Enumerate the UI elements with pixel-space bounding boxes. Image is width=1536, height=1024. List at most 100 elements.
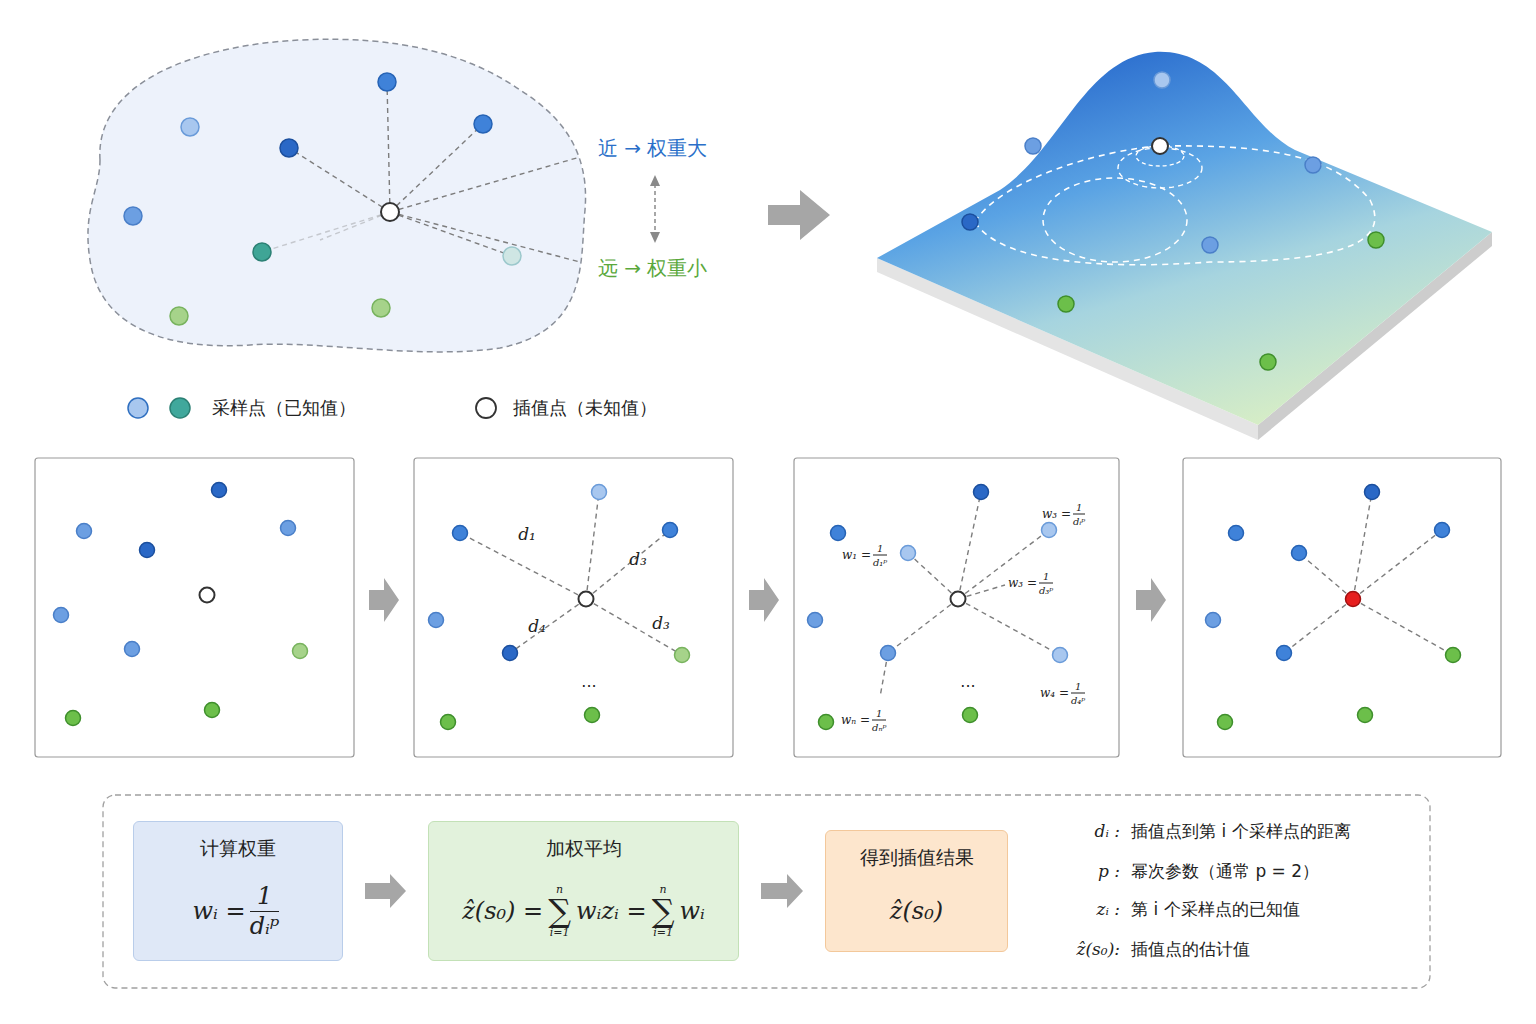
sample-point — [77, 524, 92, 539]
denominator: d₃ᵖ — [1039, 585, 1053, 596]
weight-note: 近 → 权重大 — [598, 137, 707, 160]
sample-point — [808, 613, 823, 628]
fraction-bar — [250, 911, 280, 912]
sample-point — [181, 118, 199, 136]
weight-formula: w₄ =1d₄ᵖ — [1040, 681, 1087, 706]
symbol-name: ẑ(s₀): — [1077, 940, 1121, 960]
sum-sign: ∑ — [548, 895, 571, 927]
sample-point — [1365, 485, 1380, 500]
fraction: 1dᵢᵖ — [250, 883, 280, 939]
sample-point — [453, 526, 468, 541]
dashed-link — [888, 599, 958, 653]
sample-point — [1435, 523, 1450, 538]
step-arrow — [1136, 578, 1166, 622]
distance-label: d₁ — [518, 525, 536, 545]
math-text: ẑ(s₀) = — [462, 897, 543, 925]
fraction-bar — [1039, 583, 1053, 584]
sample-point — [1154, 72, 1170, 88]
sample-point — [281, 521, 296, 536]
contour-line — [975, 146, 1375, 265]
sample-point — [585, 708, 600, 723]
dashed-link — [390, 212, 512, 256]
fraction: 1d₁ᵖ — [873, 543, 887, 568]
legend-text: 插值点（未知值） — [513, 398, 657, 419]
sample-point — [592, 485, 607, 500]
sample-point — [441, 715, 456, 730]
denominator: dₙᵖ — [872, 722, 886, 733]
process-box: 得到插值结果ẑ(s₀) — [825, 830, 1008, 952]
fraction-bar — [1071, 693, 1085, 694]
math-text: wᵢ = — [193, 897, 246, 925]
sum-limit: n — [660, 884, 667, 895]
ellipsis: ... — [581, 673, 596, 691]
sample-point — [1206, 613, 1221, 628]
sample-point — [140, 543, 155, 558]
sample-point — [1305, 157, 1321, 173]
fraction: 1d₃ᵖ — [1039, 571, 1053, 596]
interpolation-point — [381, 203, 399, 221]
denominator: d₄ᵖ — [1071, 695, 1085, 706]
sample-point — [429, 613, 444, 628]
sample-point — [974, 485, 989, 500]
step-arrow — [749, 578, 779, 622]
numerator: 1 — [1075, 681, 1081, 692]
dashed-link — [510, 599, 586, 653]
dashed-link — [586, 492, 599, 599]
math-text: w₃ = — [1008, 576, 1037, 590]
legend-symbol — [476, 398, 496, 418]
sample-point — [1277, 646, 1292, 661]
dashed-link — [1284, 599, 1353, 653]
interpolation-point — [951, 592, 966, 607]
sample-point — [1260, 354, 1276, 370]
sample-point — [54, 608, 69, 623]
sample-point — [503, 247, 521, 265]
dashed-link — [958, 492, 981, 599]
interpolation-point — [1152, 138, 1168, 154]
contour-line — [1043, 178, 1187, 262]
fraction-bar — [873, 555, 887, 556]
process-box: 计算权重wᵢ =1dᵢᵖ — [133, 821, 343, 961]
weight-formula: wₙ =1dₙᵖ — [841, 708, 888, 733]
box-heading: 计算权重 — [200, 836, 276, 862]
sample-point — [675, 648, 690, 663]
sample-point — [1218, 715, 1233, 730]
process-box: 加权平均ẑ(s₀) =n∑i=1wᵢzᵢ =n∑i=1wᵢ — [428, 821, 739, 961]
sample-point — [66, 711, 81, 726]
math-text: w₁ = — [842, 548, 871, 562]
numerator: 1 — [877, 543, 883, 554]
sample-point — [125, 642, 140, 657]
symbol-name: p : — [1098, 862, 1120, 882]
weight-note: 远 → 权重小 — [598, 257, 707, 280]
step-panel — [1183, 458, 1501, 757]
weight-formula: w₃ =1d₃ᵖ — [1008, 571, 1055, 596]
sample-point — [663, 523, 678, 538]
math-text: wᵢ — [679, 897, 704, 925]
interpolation-point — [1346, 592, 1361, 607]
points-layer — [54, 72, 1461, 730]
dashed-link — [586, 599, 682, 655]
weight-formula: w₃ =1dᵢᵖ — [1042, 502, 1087, 527]
double-arrow — [654, 184, 656, 234]
dashed-link — [289, 148, 390, 212]
legend-text: 采样点（已知值） — [212, 398, 356, 419]
sample-point — [253, 243, 271, 261]
symbol-definition: 第 i 个采样点的已知值 — [1131, 900, 1300, 920]
symbol-name: dᵢ : — [1095, 822, 1120, 842]
symbol-definition: 幂次参数（通常 p = 2） — [1131, 862, 1319, 882]
dashed-link — [262, 212, 390, 252]
sample-point — [963, 708, 978, 723]
interpolated-surface — [877, 52, 1492, 425]
sample-point — [1358, 708, 1373, 723]
numerator: 1 — [257, 883, 272, 909]
dashed-link — [320, 212, 390, 240]
summation: n∑i=1 — [548, 884, 571, 938]
dashed-link — [390, 157, 580, 212]
formula: wᵢ =1dᵢᵖ — [193, 862, 284, 960]
dashed-link — [586, 530, 670, 599]
sample-point — [124, 207, 142, 225]
distance-label: d₃ — [629, 550, 647, 570]
sum-limit: n — [556, 884, 563, 895]
sample-region — [88, 39, 586, 352]
fraction-bar — [872, 720, 886, 721]
sample-point — [170, 307, 188, 325]
